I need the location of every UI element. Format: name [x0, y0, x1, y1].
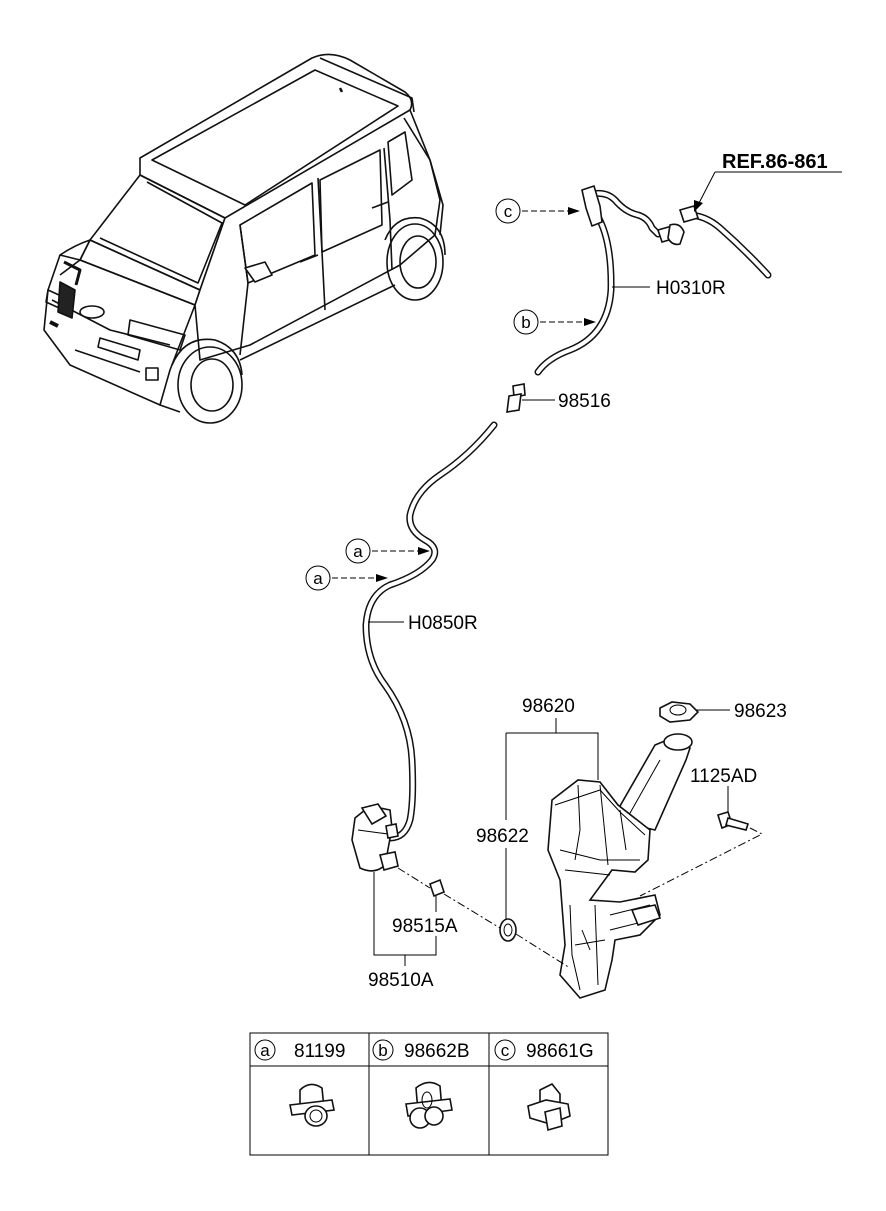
assembly-lines — [397, 827, 764, 969]
label-98516: 98516 — [558, 391, 611, 412]
label-ref: REF.86-861 — [722, 151, 828, 173]
washer-pump-98510a — [351, 803, 399, 872]
clip-98662b-icon — [405, 1081, 453, 1129]
hose-h0310r — [534, 184, 685, 376]
clip-98661g-icon — [527, 1082, 571, 1132]
legend-cell-b: b 98662B — [372, 1039, 470, 1062]
legend-letter-a: a — [260, 1041, 270, 1060]
leader-lines — [368, 171, 842, 966]
callout-b-text: b — [521, 313, 530, 332]
callout-c-text: c — [504, 202, 513, 221]
clip-81199-icon — [289, 1083, 335, 1127]
callout-markers: c b a a — [305, 198, 596, 591]
legend-part-c: 98661G — [526, 1041, 594, 1062]
label-98515a: 98515A — [392, 916, 458, 937]
grommet-98622 — [499, 918, 517, 942]
callout-a2-text: a — [313, 569, 323, 588]
label-98620: 98620 — [522, 696, 575, 717]
legend-part-a: 81199 — [294, 1041, 345, 1062]
label-h0310r: H0310R — [656, 278, 726, 299]
legend-letter-c: c — [501, 1041, 510, 1060]
hose-h0850r — [362, 421, 498, 842]
ref-hose — [678, 205, 772, 279]
callout-a1-text: a — [353, 542, 363, 561]
legend-cell-a: a 81199 — [254, 1039, 345, 1062]
label-98510a: 98510A — [368, 970, 434, 991]
reservoir-98620 — [547, 733, 693, 999]
legend-cell-c: c 98661G — [494, 1039, 594, 1062]
label-98622: 98622 — [476, 826, 529, 847]
legend-letter-b: b — [378, 1041, 387, 1060]
label-1125ad: 1125AD — [690, 766, 757, 787]
bolt-1125ad — [716, 811, 750, 831]
vehicle-illustration — [43, 53, 446, 424]
label-h0850r: H0850R — [408, 613, 478, 634]
legend-table: a 81199 b 98662B c 98661G — [249, 1032, 609, 1156]
legend-part-b: 98662B — [404, 1041, 470, 1062]
label-98623: 98623 — [734, 701, 787, 722]
cap-98623 — [659, 701, 700, 723]
grommet-98515a — [429, 878, 445, 898]
connector-98516 — [506, 383, 526, 413]
part-labels: REF.86-861 H0310R 98516 H0850R 98620 986… — [368, 151, 828, 991]
